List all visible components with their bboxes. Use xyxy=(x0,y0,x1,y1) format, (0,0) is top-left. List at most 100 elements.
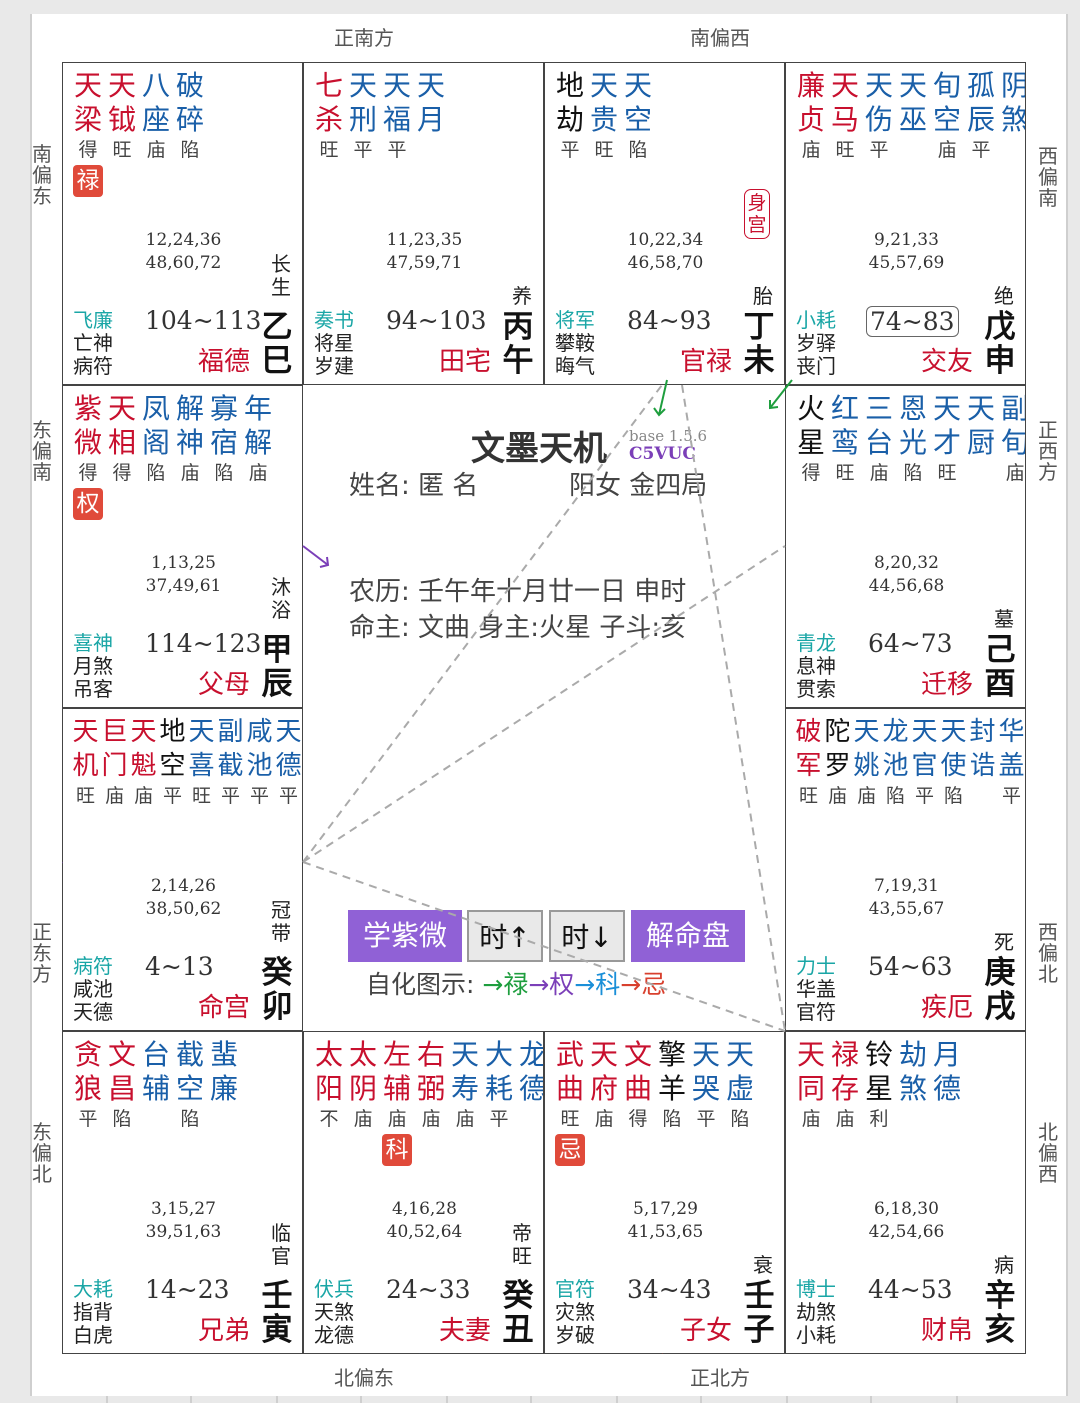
star-item[interactable]: 八座庙 xyxy=(139,69,173,163)
palace-cell[interactable]: 太阳不太阴庙左辅庙右弼庙天寿庙大耗平龙德科4,16,2840,52,64伏兵天煞… xyxy=(303,1031,544,1354)
star-item[interactable]: 天喜旺 xyxy=(187,715,216,809)
star-item[interactable]: 旬空庙 xyxy=(930,69,964,163)
star-item[interactable]: 解神庙 xyxy=(173,392,207,486)
star-item[interactable]: 巨门庙 xyxy=(100,715,129,809)
star-item[interactable]: 蜚廉 xyxy=(207,1038,241,1132)
star-item[interactable]: 廉贞庙 xyxy=(794,69,828,163)
star-item[interactable]: 天钺旺 xyxy=(105,69,139,163)
star-item[interactable]: 咸池平 xyxy=(245,715,274,809)
star-item[interactable]: 天姚庙 xyxy=(852,715,881,809)
star-item[interactable]: 凤阁陷 xyxy=(139,392,173,486)
star-item[interactable]: 贪狼平 xyxy=(71,1038,105,1132)
star-item[interactable]: 天德平 xyxy=(274,715,302,809)
decade-range[interactable]: 4~13 xyxy=(145,952,214,981)
palace-cell[interactable]: 廉贞庙天马旺天伤平天巫旬空庙孤辰平阴煞9,21,3345,57,69小耗岁驿丧门… xyxy=(785,62,1026,385)
decade-range[interactable]: 104~113 xyxy=(145,306,262,335)
decade-range[interactable]: 54~63 xyxy=(868,952,953,981)
star-item[interactable]: 天贵旺 xyxy=(587,69,621,163)
star-item[interactable]: 华盖平 xyxy=(997,715,1025,809)
star-item[interactable]: 天月 xyxy=(414,69,448,163)
star-item[interactable]: 年解庙 xyxy=(241,392,275,486)
star-item[interactable]: 天马旺 xyxy=(828,69,862,163)
star-item[interactable]: 铃星利 xyxy=(862,1038,896,1132)
hour-down-button[interactable]: 时↓ xyxy=(549,910,625,962)
star-item[interactable]: 劫煞 xyxy=(896,1038,930,1132)
star-item[interactable]: 地劫平 xyxy=(553,69,587,163)
star-item[interactable]: 天梁得 xyxy=(71,69,105,163)
star-item[interactable]: 天厨 xyxy=(964,392,998,486)
star-item[interactable]: 红鸾旺 xyxy=(828,392,862,486)
star-item[interactable]: 寡宿陷 xyxy=(207,392,241,486)
star-item[interactable]: 擎羊陷 xyxy=(655,1038,689,1132)
interpret-chart-button[interactable]: 解命盘 xyxy=(631,910,745,962)
decade-range[interactable]: 14~23 xyxy=(145,1275,230,1304)
star-item[interactable]: 天寿庙 xyxy=(448,1038,482,1132)
star-item[interactable]: 天哭平 xyxy=(689,1038,723,1132)
star-item[interactable]: 孤辰平 xyxy=(964,69,998,163)
star-item[interactable]: 台辅 xyxy=(139,1038,173,1132)
star-item[interactable]: 天才旺 xyxy=(930,392,964,486)
star-item[interactable]: 大耗平 xyxy=(482,1038,516,1132)
palace-cell[interactable]: 火星得红鸾旺三台庙恩光陷天才旺天厨副旬庙8,20,3244,56,68青龙息神贯… xyxy=(785,385,1026,708)
star-item[interactable]: 破碎陷 xyxy=(173,69,207,163)
star-item[interactable]: 七杀旺 xyxy=(312,69,346,163)
star-item[interactable]: 恩光陷 xyxy=(896,392,930,486)
star-item[interactable]: 天刑平 xyxy=(346,69,380,163)
star-item[interactable]: 副截平 xyxy=(216,715,245,809)
star-item[interactable]: 破军旺 xyxy=(794,715,823,809)
decade-range[interactable]: 24~33 xyxy=(386,1275,471,1304)
star-item[interactable]: 天巫 xyxy=(896,69,930,163)
star-item[interactable]: 封诰 xyxy=(968,715,997,809)
star-item[interactable]: 天虚陷 xyxy=(723,1038,757,1132)
star-item[interactable]: 左辅庙 xyxy=(380,1038,414,1132)
star-item[interactable]: 武曲旺 xyxy=(553,1038,587,1132)
ganzhi-label: 丙午 xyxy=(502,309,534,379)
learn-ziwei-button[interactable]: 学紫微 xyxy=(348,910,462,962)
star-item[interactable]: 天机旺 xyxy=(71,715,100,809)
star-item[interactable]: 三台庙 xyxy=(862,392,896,486)
star-item[interactable]: 天同庙 xyxy=(794,1038,828,1132)
star-item[interactable]: 陀罗庙 xyxy=(823,715,852,809)
star-item[interactable]: 文曲得 xyxy=(621,1038,655,1132)
decade-range[interactable]: 64~73 xyxy=(868,629,953,658)
star-item[interactable]: 月德 xyxy=(930,1038,964,1132)
star-item[interactable]: 截空陷 xyxy=(173,1038,207,1132)
star-item[interactable]: 阴煞 xyxy=(998,69,1025,163)
star-item[interactable]: 天官平 xyxy=(910,715,939,809)
decade-range[interactable]: 94~103 xyxy=(386,306,487,335)
decade-range[interactable]: 74~83 xyxy=(866,306,959,337)
star-item[interactable]: 天相得 xyxy=(105,392,139,486)
star-item[interactable]: 火星得 xyxy=(794,392,828,486)
star-item[interactable]: 龙德 xyxy=(516,1038,543,1132)
star-item[interactable]: 天空陷 xyxy=(621,69,655,163)
god-label: 小耗 xyxy=(796,308,836,332)
star-item[interactable]: 副旬庙 xyxy=(998,392,1025,486)
star-item[interactable]: 地空平 xyxy=(158,715,187,809)
star-item[interactable]: 右弼庙 xyxy=(414,1038,448,1132)
star-item[interactable]: 太阴庙 xyxy=(346,1038,380,1132)
decade-range[interactable]: 84~93 xyxy=(627,306,712,335)
decade-range[interactable]: 114~123 xyxy=(145,629,262,658)
decade-range[interactable]: 34~43 xyxy=(627,1275,712,1304)
star-item[interactable]: 龙池陷 xyxy=(881,715,910,809)
star-item[interactable]: 天魁庙 xyxy=(129,715,158,809)
star-item[interactable]: 禄存庙 xyxy=(828,1038,862,1132)
hour-up-button[interactable]: 时↑ xyxy=(467,910,543,962)
star-item[interactable]: 太阳不 xyxy=(312,1038,346,1132)
star-item[interactable]: 紫微得 xyxy=(71,392,105,486)
star-item[interactable]: 天伤平 xyxy=(862,69,896,163)
decade-range[interactable]: 44~53 xyxy=(868,1275,953,1304)
star-item[interactable]: 文昌陷 xyxy=(105,1038,139,1132)
star-item[interactable]: 天福平 xyxy=(380,69,414,163)
star-item[interactable]: 天使陷 xyxy=(939,715,968,809)
star-item[interactable]: 天府庙 xyxy=(587,1038,621,1132)
